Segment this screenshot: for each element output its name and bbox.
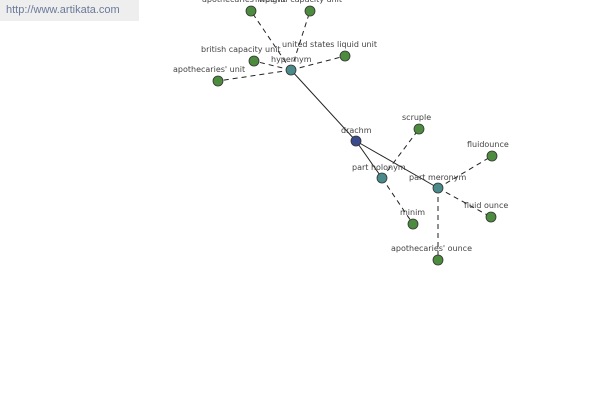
node-part-meronym[interactable] (432, 182, 444, 194)
edge-drachm-to-part-meronym (355, 140, 439, 189)
node-label-apothecaries-unit: apothecaries' unit (173, 65, 245, 74)
node-label-drachm: drachm (341, 126, 372, 135)
node-imperial-capacity-unit[interactable] (304, 5, 316, 17)
node-scruple[interactable] (413, 123, 425, 135)
node-label-hypernym: hypernym (271, 55, 312, 64)
node-drachm[interactable] (350, 135, 362, 147)
edge-hypernym-to-imperial-capacity-unit (290, 10, 311, 71)
node-hypernym[interactable] (285, 64, 297, 76)
node-label-british-capacity-unit: british capacity unit (201, 45, 281, 54)
node-apothecaries-unit[interactable] (212, 75, 224, 87)
edge-part-holonym-to-scruple (381, 128, 420, 179)
edge-part-meronym-to-fluid-ounce (437, 187, 492, 218)
node-british-capacity-unit[interactable] (248, 55, 260, 67)
edge-hypernym-to-apothecaries-weight (250, 10, 292, 71)
node-label-scruple: scruple (402, 113, 431, 122)
node-label-minim: minim (400, 208, 425, 217)
node-label-fluidounce: fluidounce (467, 140, 509, 149)
edge-part-holonym-to-minim (381, 177, 414, 225)
node-fluidounce[interactable] (486, 150, 498, 162)
edge-hypernym-to-british-capacity-unit (253, 60, 292, 71)
node-label-part-holonym: part holonym (352, 163, 406, 172)
node-label-apothecaries-weight: apothecaries' weight (202, 0, 286, 4)
edge-drachm-to-hypernym (290, 69, 357, 142)
node-apothecaries-ounce[interactable] (432, 254, 444, 266)
node-label-united-states-liquid-unit: united states liquid unit (282, 40, 377, 49)
edge-hypernym-to-united-states-liquid-unit (290, 55, 346, 71)
nodes-layer (212, 5, 498, 266)
node-united-states-liquid-unit[interactable] (339, 50, 351, 62)
node-fluid-ounce[interactable] (485, 211, 497, 223)
node-label-fluid-ounce: fluid ounce (464, 201, 508, 210)
node-label-part-meronym: part meronym (409, 173, 466, 182)
source-link[interactable]: http://www.artikata.com (0, 0, 139, 21)
node-apothecaries-weight[interactable] (245, 5, 257, 17)
node-label-imperial-capacity-unit: imperial capacity unit (255, 0, 342, 4)
edge-part-meronym-to-fluidounce (437, 155, 493, 189)
edge-drachm-to-part-holonym (355, 140, 383, 179)
node-minim[interactable] (407, 218, 419, 230)
node-part-holonym[interactable] (376, 172, 388, 184)
edges-layer (217, 10, 493, 260)
edge-hypernym-to-apothecaries-unit (217, 69, 292, 82)
node-label-apothecaries-ounce: apothecaries' ounce (391, 244, 472, 253)
